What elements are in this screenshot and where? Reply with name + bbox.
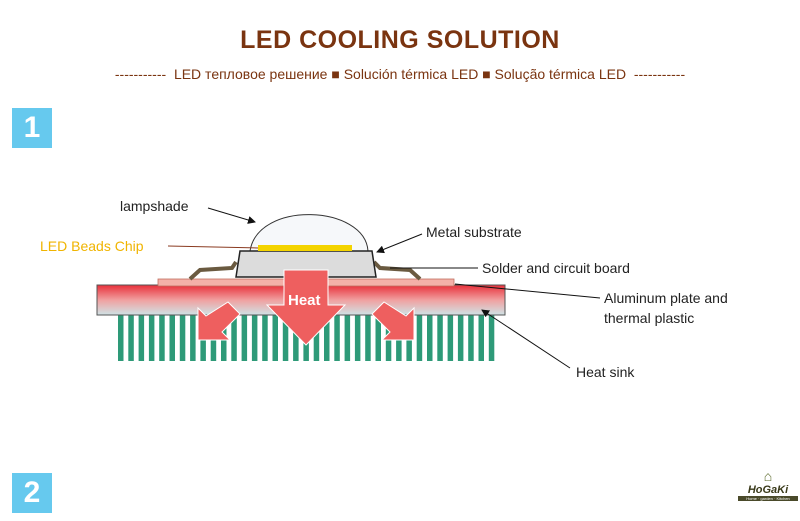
leader-chip xyxy=(167,245,259,249)
heat-sink-fin xyxy=(118,315,124,361)
heat-sink-fin xyxy=(190,315,196,361)
lampshade xyxy=(249,214,369,252)
leader-heatsink xyxy=(481,309,571,369)
label-lampshade: lampshade xyxy=(120,198,189,214)
heat-arrow-down xyxy=(265,269,347,346)
heat-arrow-left xyxy=(197,301,241,341)
heat-label: Heat xyxy=(288,292,321,309)
label-heat-sink: Heat sink xyxy=(576,364,635,380)
heat-sink-fin xyxy=(365,315,371,361)
hogaki-logo: ⌂ HoGaKi Home · garden · Kitchen xyxy=(738,468,798,501)
heat-sink-fin xyxy=(488,315,495,361)
heat-sink-fin xyxy=(334,315,340,361)
heat-sink-fin xyxy=(241,315,248,361)
heat-sink-fin xyxy=(179,315,186,361)
heat-sink-fin xyxy=(344,315,351,361)
led-chip xyxy=(258,245,352,251)
heat-sink-fin xyxy=(272,315,278,361)
heat-sink-fin xyxy=(138,315,145,361)
page-title: LED COOLING SOLUTION xyxy=(240,26,560,54)
heat-sink-fin xyxy=(416,315,423,361)
logo-name: HoGaKi xyxy=(747,484,789,496)
heat-sink-fin xyxy=(148,315,155,361)
subtitle: ----------- LED тепловое решение ■ Soluc… xyxy=(114,66,686,82)
label-led-chip: LED Beads Chip xyxy=(40,238,144,254)
heat-sink-fin xyxy=(324,315,330,361)
heat-sink-fin xyxy=(468,315,474,361)
heat-sink-fin xyxy=(293,315,299,361)
heat-sink-fin xyxy=(169,315,175,361)
step-number-2: 2 xyxy=(12,473,52,513)
label-aluminum-1: Aluminum plate and xyxy=(604,290,728,306)
heat-sink-fin xyxy=(282,315,289,361)
heat-sink-fin xyxy=(437,315,443,361)
logo-tagline: Home · garden · Kitchen xyxy=(738,496,798,501)
heat-sink-fin xyxy=(447,315,454,361)
heat-sink-fin xyxy=(251,315,258,361)
house-leaf-icon: ⌂ xyxy=(763,468,773,484)
leader-lampshade xyxy=(207,207,256,224)
label-solder: Solder and circuit board xyxy=(482,260,630,276)
heat-sink-fin xyxy=(375,315,381,361)
heat-sink-fin xyxy=(262,315,268,361)
heat-arrow-right xyxy=(371,301,415,341)
heat-sink-fin xyxy=(313,315,320,361)
solder-leads xyxy=(188,260,422,281)
heat-sink-fin xyxy=(427,315,433,361)
heat-sink-fin xyxy=(354,315,361,361)
heat-sink-fin xyxy=(128,315,134,361)
heat-sink-fin xyxy=(457,315,464,361)
label-metal-substrate: Metal substrate xyxy=(426,224,522,240)
heat-sink-fin xyxy=(478,315,484,361)
heat-sink-fin xyxy=(231,315,237,361)
label-aluminum-2: thermal plastic xyxy=(604,310,695,326)
leader-aluminum xyxy=(454,283,601,299)
leader-metal xyxy=(376,233,423,254)
heat-sink-fin xyxy=(159,315,165,361)
step-number-1: 1 xyxy=(12,108,52,148)
